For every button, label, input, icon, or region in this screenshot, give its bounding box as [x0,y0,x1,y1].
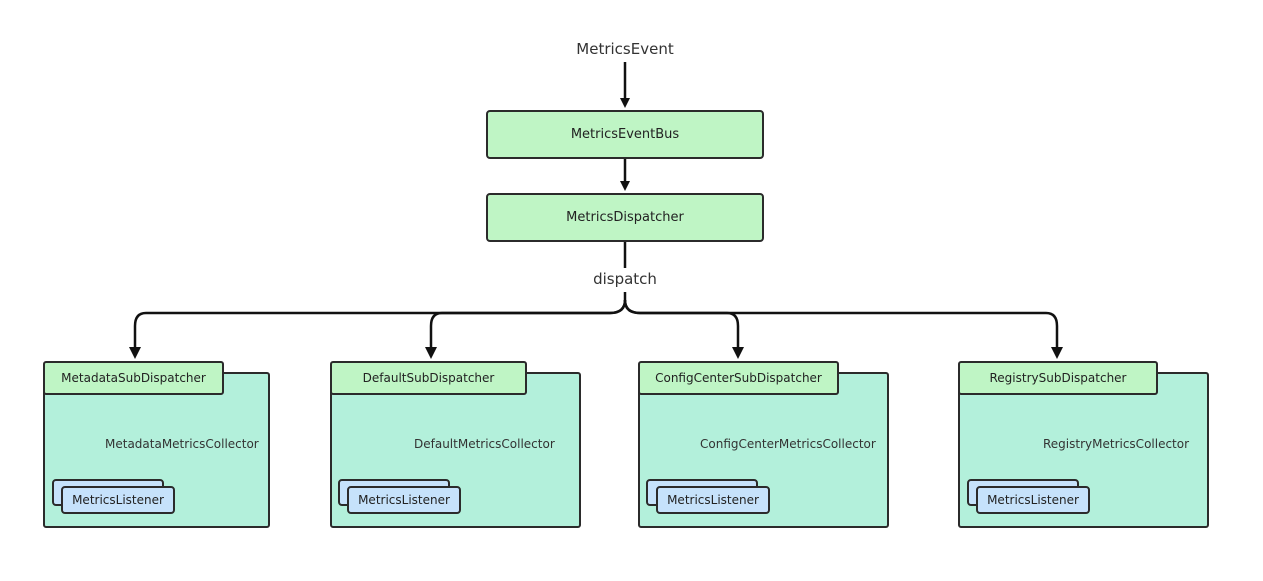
default-sub-dispatcher-node: DefaultSubDispatcher [330,361,527,395]
branch-default-arrow [425,299,627,359]
configcenter-metrics-collector-label: ConfigCenterMetricsCollector [700,437,876,451]
metadata-metrics-listener-node: MetricsListener [61,486,175,514]
registry-sub-dispatcher-label: RegistrySubDispatcher [989,371,1127,385]
registry-metrics-collector-label: RegistryMetricsCollector [1043,437,1190,451]
metrics-dispatcher-node: MetricsDispatcher [486,193,764,242]
metrics-dispatcher-label: MetricsDispatcher [566,210,684,225]
default-metrics-listener-label: MetricsListener [358,493,450,507]
metadata-metrics-listener-label: MetricsListener [72,493,164,507]
branch-registry-arrow [623,299,1063,359]
branch-metadata-arrow [129,299,627,359]
default-metrics-collector-label: DefaultMetricsCollector [414,437,555,451]
metrics-event-bus-node: MetricsEventBus [486,110,764,159]
registry-sub-dispatcher-node: RegistrySubDispatcher [958,361,1158,395]
configcenter-sub-dispatcher-label: ConfigCenterSubDispatcher [655,371,822,385]
registry-metrics-listener-node: MetricsListener [976,486,1090,514]
metrics-event-label: MetricsEvent [576,40,674,58]
default-metrics-listener-node: MetricsListener [347,486,461,514]
dispatch-label: dispatch [593,270,657,288]
configcenter-sub-dispatcher-node: ConfigCenterSubDispatcher [638,361,839,395]
metrics-event-bus-label: MetricsEventBus [570,127,680,142]
registry-metrics-listener-label: MetricsListener [987,493,1079,507]
branch-configcenter-arrow [623,299,744,359]
metadata-metrics-collector-label: MetadataMetricsCollector [105,437,259,451]
metadata-sub-dispatcher-node: MetadataSubDispatcher [43,361,224,395]
configcenter-metrics-listener-label: MetricsListener [667,493,759,507]
metadata-sub-dispatcher-label: MetadataSubDispatcher [61,371,206,385]
configcenter-metrics-listener-node: MetricsListener [656,486,770,514]
default-sub-dispatcher-label: DefaultSubDispatcher [362,371,495,385]
